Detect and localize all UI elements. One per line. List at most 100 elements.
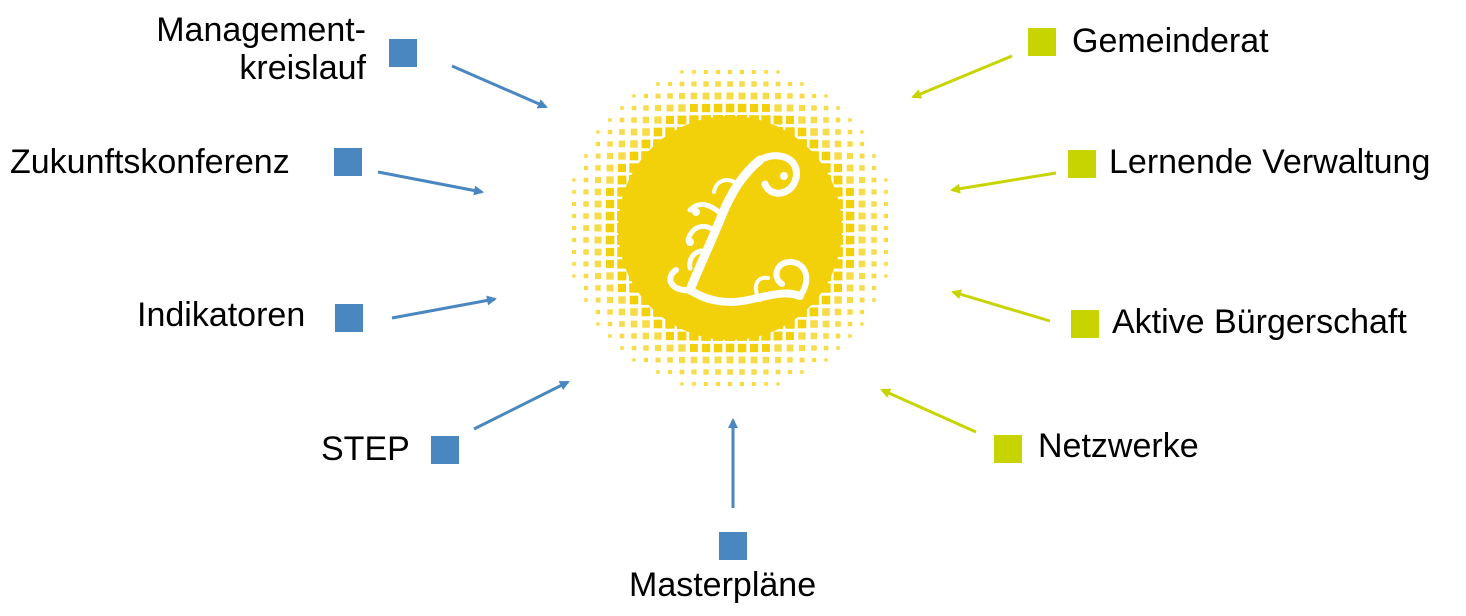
sun-pixel (619, 117, 625, 123)
arrow-step (473, 380, 570, 431)
sun-pixel (630, 320, 638, 328)
sun-pixel (713, 331, 723, 341)
sun-pixel (871, 177, 877, 183)
sun-pixel (677, 331, 687, 341)
sun-pixel (572, 178, 576, 182)
sun-pixel (703, 369, 709, 375)
label-managementkreislauf: Management- kreislauf (156, 11, 366, 87)
sun-pixel (595, 297, 601, 303)
sun-pixel (773, 319, 784, 330)
sun-pixel (701, 331, 711, 341)
sun-pixel (834, 296, 842, 304)
sun-pixel (679, 369, 685, 375)
sun-pixel (883, 213, 889, 219)
sun-pixel (822, 308, 830, 316)
sun-pixel (871, 273, 877, 279)
sun-pixel (785, 115, 794, 124)
sun-pixel (692, 382, 696, 386)
sun-pixel (798, 116, 806, 124)
sun-pixel (739, 369, 745, 375)
sun-pixel (629, 295, 639, 305)
sun-pixel (643, 93, 649, 99)
sun-pixel (787, 357, 793, 363)
sun-pixel (654, 332, 662, 340)
sun-pixel (823, 105, 829, 111)
sun-pixel (701, 103, 711, 113)
sun-pixel (690, 356, 698, 364)
sun-pixel (584, 298, 588, 302)
sun-pixel (858, 248, 866, 256)
sun-pixel (835, 321, 841, 327)
label-aktive-buergerschaft: Aktive Bürgerschaft (1112, 303, 1407, 341)
sun-pixel (617, 163, 626, 172)
sun-pixel (703, 81, 709, 87)
sun-pixel (617, 211, 627, 221)
sun-pixel (786, 104, 794, 112)
sun-pixel (594, 260, 602, 268)
sun-pixel (607, 309, 613, 315)
sun-pixel (833, 223, 843, 233)
sun-pixel (677, 319, 688, 330)
sun-pixel (643, 357, 649, 363)
sun-pixel (859, 177, 866, 184)
sun-pixel (848, 118, 852, 122)
sun-pixel (773, 127, 784, 138)
sun-pixel (629, 163, 639, 173)
sun-pixel (858, 260, 866, 268)
sun-pixel (811, 345, 817, 351)
sun-pixel (800, 370, 804, 374)
sun-pixel (845, 235, 855, 245)
sun-pixel (583, 225, 589, 231)
sun-pixel (594, 188, 602, 196)
sun-pixel (606, 272, 614, 280)
sun-pixel (846, 176, 854, 184)
sun-pixel (571, 237, 577, 243)
sun-pixel (836, 346, 840, 350)
sun-pixel (594, 248, 602, 256)
sun-pixel (596, 130, 600, 134)
sun-pixel (738, 92, 746, 100)
sun-pixel (833, 199, 843, 209)
sun-pixel (714, 92, 722, 100)
sun-pixel (859, 273, 866, 280)
sun-pixel (737, 115, 747, 125)
sun-pixel (833, 283, 842, 292)
sun-pixel (715, 369, 721, 375)
sun-pixel (773, 115, 783, 125)
sun-pixel (704, 382, 708, 386)
sun-pixel (632, 94, 636, 98)
sun-pixel (884, 202, 888, 206)
sun-pixel (860, 322, 864, 326)
sun-pixel (605, 199, 615, 209)
label-gemeinderat: Gemeinderat (1072, 22, 1269, 60)
sun-pixel (846, 272, 854, 280)
sun-pixel (690, 344, 698, 352)
sun-pixel (617, 199, 627, 209)
sun-pixel (762, 356, 770, 364)
sun-pixel (655, 93, 661, 99)
sun-pixel (798, 344, 806, 352)
sun-pixel (751, 369, 757, 375)
sun-pixel (810, 128, 818, 136)
sun-pixel (785, 127, 795, 137)
sun-pixel (822, 320, 830, 328)
sun-pixel (629, 271, 640, 282)
sun-pixel (821, 151, 831, 161)
sun-pixel (595, 153, 601, 159)
sun-pixel (810, 116, 818, 124)
sun-pixel (678, 344, 686, 352)
sun-pixel (606, 176, 614, 184)
sun-pixel (583, 189, 589, 195)
sun-pixel (727, 81, 733, 87)
sun-pixel (859, 297, 865, 303)
sun-pixel (690, 104, 698, 112)
sun-pixel (846, 164, 854, 172)
sun-pixel (739, 69, 745, 75)
sun-pixel (749, 331, 759, 341)
sun-pixel (775, 357, 782, 364)
sun-pixel (835, 333, 841, 339)
sun-pixel (606, 296, 614, 304)
sun-pixel (811, 357, 817, 363)
sun-pixel (618, 296, 626, 304)
sun-pixel (834, 152, 842, 160)
